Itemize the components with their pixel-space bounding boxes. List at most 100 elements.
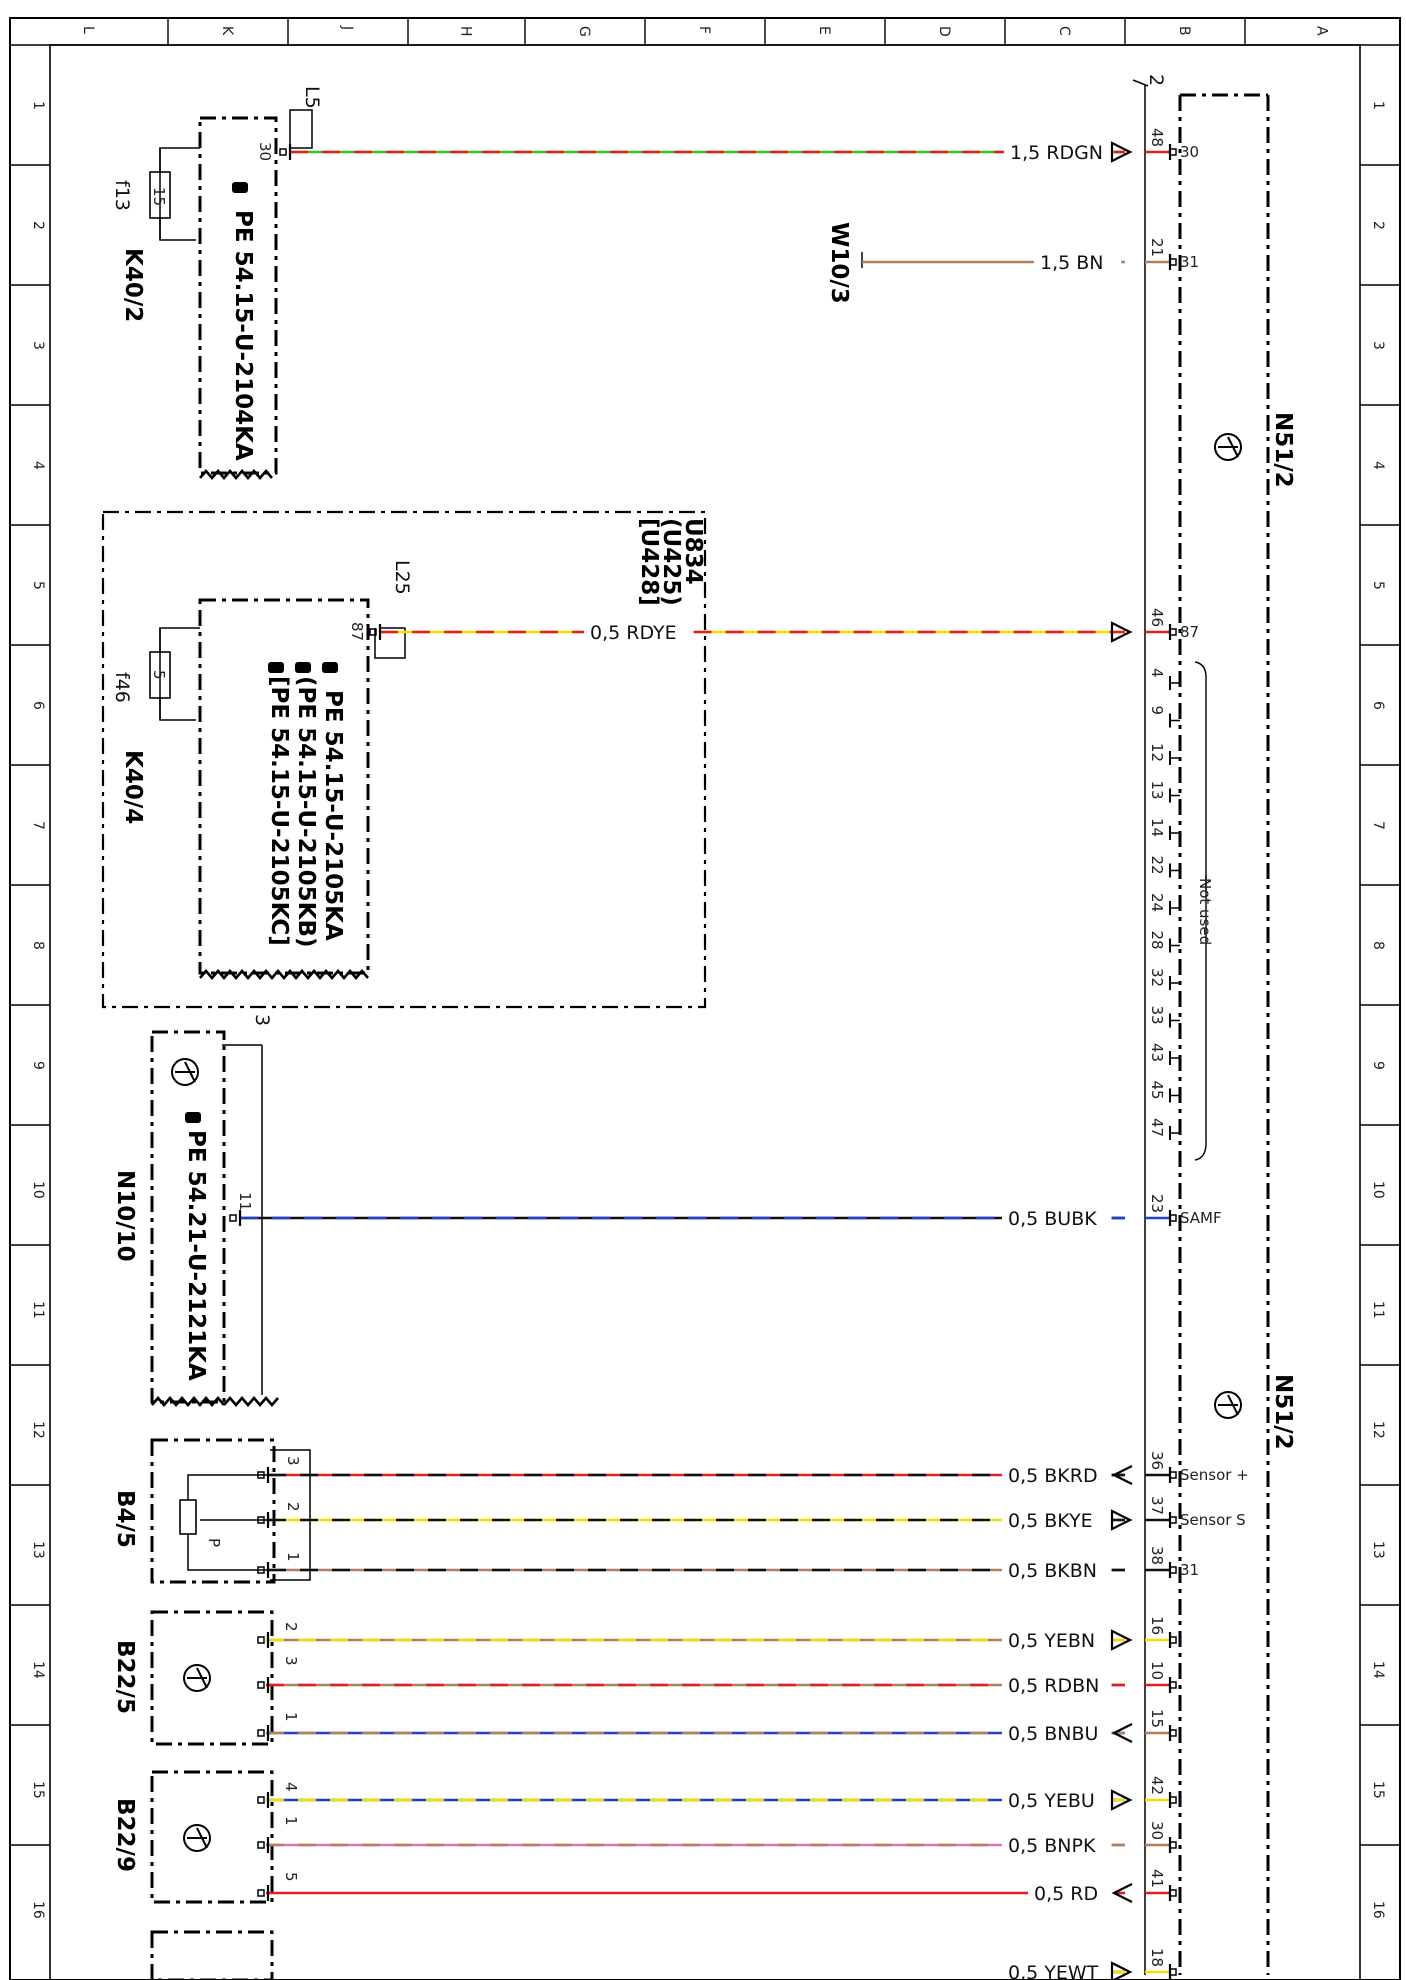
grid-row-label: 14	[30, 1661, 46, 1679]
grid-row-label: 11	[1370, 1301, 1386, 1319]
electronic-symbols	[171, 433, 1242, 1852]
terminal-pin	[257, 1729, 265, 1737]
wire-label: 0,5 RDYE	[590, 622, 677, 644]
grid-row-label: 5	[30, 581, 46, 590]
grid-lines	[10, 18, 1400, 1846]
hand-icons	[185, 182, 338, 1123]
transistor-icon-n51-bottom	[1214, 1391, 1242, 1419]
grid-row-label: 15	[1370, 1781, 1386, 1799]
grid-row-label: 6	[30, 701, 46, 710]
pin-number: 46	[1148, 608, 1166, 627]
wire-label: 0,5 BNBU	[1008, 1723, 1098, 1745]
grid-column-label: G	[576, 26, 592, 37]
grid-row-label: 12	[1370, 1421, 1386, 1439]
terminal-pin	[257, 1471, 265, 1479]
terminal-pin	[257, 1796, 265, 1804]
grid-row-label: 14	[1370, 1661, 1386, 1679]
transistor-icon-n51-top	[1214, 433, 1242, 461]
b22-9-pin: 4	[282, 1782, 300, 1792]
terminal-pin	[279, 148, 287, 156]
grid-row-label: 11	[30, 1301, 46, 1319]
k40-2-splice: L5	[301, 86, 323, 109]
b4-5-pin: 3	[284, 1456, 302, 1466]
grid-column-label: C	[1056, 26, 1072, 36]
terminal-pin	[257, 1681, 265, 1689]
pin-number: 15	[1148, 1709, 1166, 1728]
component-boxes	[101, 93, 1270, 1980]
wire-label: 1,5 BN	[1040, 252, 1104, 274]
grid-row-label: 16	[30, 1901, 46, 1919]
terminal-pin	[1169, 1681, 1177, 1689]
grid-row-label: 10	[1370, 1181, 1386, 1199]
pin-number: 23	[1148, 1194, 1166, 1213]
signal-out-arrow-icon	[1111, 1883, 1133, 1903]
drawing-frame	[9, 17, 1401, 1980]
n51-2-label: N51/2	[1270, 412, 1296, 488]
signal-out-arrow-icon	[1111, 1465, 1133, 1485]
not-used-pin: 22	[1148, 856, 1166, 875]
not-used-pin: 9	[1148, 706, 1166, 716]
hand-icon	[232, 182, 248, 193]
grid-row-label: 2	[30, 221, 46, 230]
terminal-label: 30	[1180, 143, 1199, 161]
pin-number: 36	[1148, 1451, 1166, 1470]
not-used-pin: 24	[1148, 893, 1166, 912]
wire-label: 0,5 BKYE	[1008, 1510, 1093, 1532]
signal-in-arrow-icon	[1110, 621, 1133, 643]
b4-5-box	[150, 1438, 276, 1584]
k40-4-pin: 87	[348, 622, 366, 641]
b4-5-pin: 2	[284, 1502, 302, 1512]
terminal-pin	[1169, 1566, 1177, 1574]
k40-2-ref: PE 54.15-U-2104KA	[230, 210, 256, 461]
fuse-f46	[149, 628, 171, 720]
terminal-pin	[1169, 1636, 1177, 1644]
not-used-pin: 12	[1148, 743, 1166, 762]
pin-number: 41	[1148, 1869, 1166, 1888]
wire-label: 0,5 YEBU	[1008, 1790, 1095, 1812]
not-used-label: Not used	[1196, 878, 1214, 945]
variant-box	[101, 510, 707, 1009]
wire-label: 0,5 BUBK	[1008, 1208, 1097, 1230]
pin-number: 48	[1148, 128, 1166, 147]
k40-2-label: K40/2	[120, 248, 146, 322]
terminal-pin	[257, 1841, 265, 1849]
grid-row-label: 2	[1370, 221, 1386, 230]
terminal-pin	[1169, 1968, 1177, 1976]
wire-label: 0,5 BNPK	[1008, 1835, 1096, 1857]
wiring-skeleton	[159, 79, 1149, 1975]
k40-4-ref: PE 54.15-U-2105KA	[320, 690, 346, 941]
grid-row-label: 7	[1370, 821, 1386, 830]
b22-5-pin: 1	[282, 1712, 300, 1722]
grid-row-label: 4	[30, 461, 46, 470]
b22-9-box	[150, 1770, 274, 1904]
grid-row-label: 15	[30, 1781, 46, 1799]
variant-code: [U428]	[636, 518, 662, 606]
terminal-pin	[1169, 1214, 1177, 1222]
terminal-label: 31	[1180, 1561, 1199, 1579]
terminal-pin	[257, 1636, 265, 1644]
pin-number: 21	[1148, 238, 1166, 257]
grid-column-label: E	[816, 26, 832, 35]
grid-column-label: B	[1176, 26, 1192, 36]
pin-number: 30	[1148, 1821, 1166, 1840]
grid-row-label: 6	[1370, 701, 1386, 710]
hand-icon	[268, 662, 284, 673]
wire-label: 0,5 RD	[1034, 1883, 1098, 1905]
n10-10-pin: 11	[236, 1192, 254, 1211]
not-used-pin: 4	[1148, 668, 1166, 678]
k40-4-ref: [PE 54.15-U-2105KC]	[266, 676, 292, 946]
hand-icon	[185, 1112, 201, 1123]
terminal-pin	[1169, 628, 1177, 636]
not-used-pin: 45	[1148, 1081, 1166, 1100]
terminal-pin	[369, 628, 377, 636]
variant-code: (U425)	[658, 518, 684, 606]
wire-label: 0,5 BKRD	[1008, 1465, 1098, 1487]
b22-5-box	[150, 1610, 274, 1746]
terminal-pin	[229, 1214, 237, 1222]
grid-column-label: A	[1314, 26, 1330, 36]
terminal-label: SAMF	[1180, 1209, 1222, 1227]
terminal-pin	[1169, 1889, 1177, 1897]
